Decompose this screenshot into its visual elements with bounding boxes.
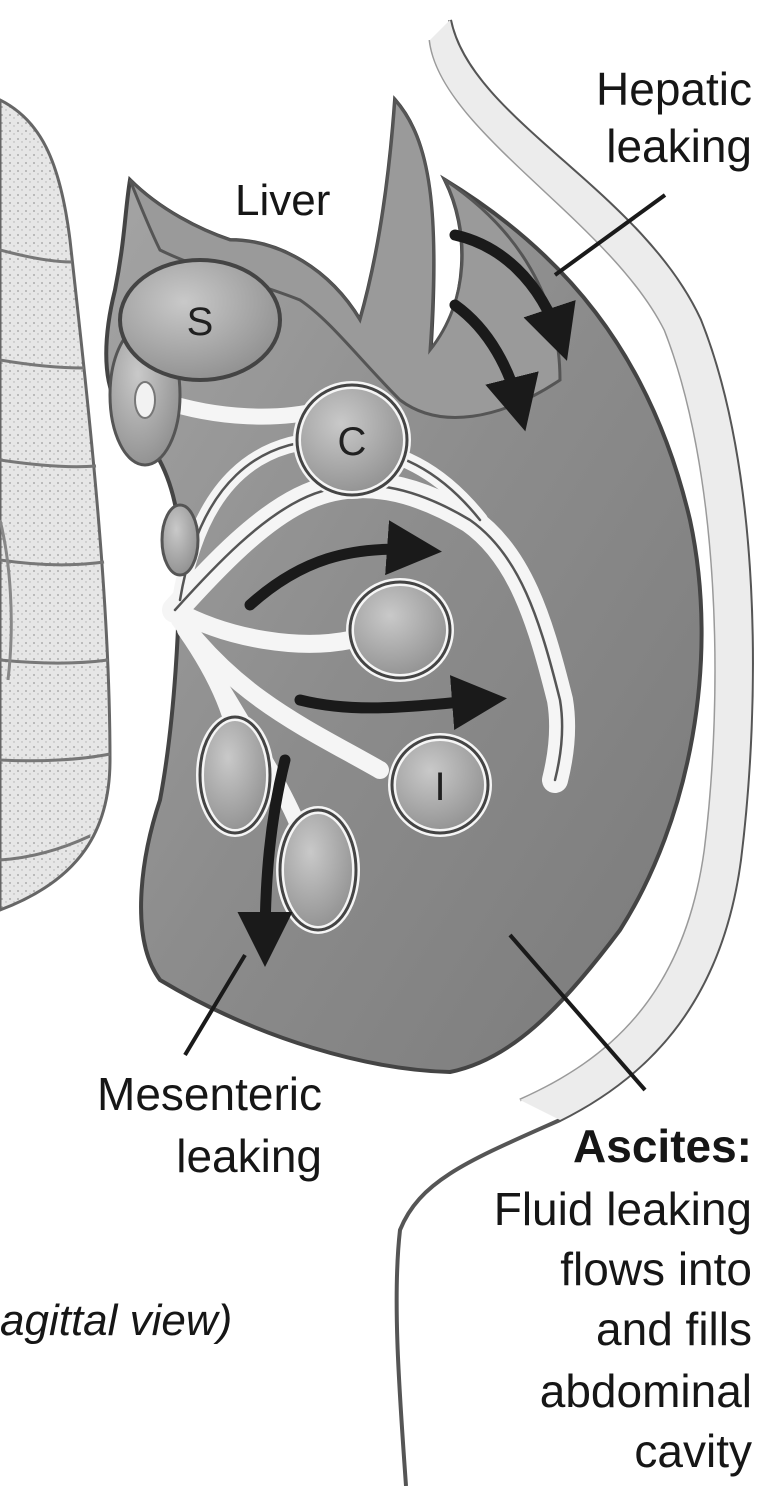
ascites-description-line1: Fluid leaking xyxy=(494,1183,752,1235)
spine xyxy=(0,100,110,910)
hepatic-leaking-label-line2: leaking xyxy=(606,120,752,172)
colon-label: C xyxy=(338,420,367,464)
ascites-description-line3: and fills xyxy=(596,1303,752,1355)
retroperitoneal-organ-lumen xyxy=(135,382,155,418)
mesenteric-leaking-label-line1: Mesenteric xyxy=(97,1068,322,1120)
mesenteric-leaking-label-line2: leaking xyxy=(176,1130,322,1182)
view-caption: agittal view) xyxy=(0,1296,232,1345)
ascites-description-line5: cavity xyxy=(634,1425,752,1477)
ascites-title: Ascites: xyxy=(573,1120,752,1172)
ascites-description-line2: flows into xyxy=(560,1243,752,1295)
hepatic-leaking-label-line1: Hepatic xyxy=(596,63,752,115)
stomach-label: S xyxy=(187,300,214,344)
intestine-label: I xyxy=(434,765,445,809)
liver-label: Liver xyxy=(235,176,330,225)
kidney-organ xyxy=(162,505,198,575)
ascites-description-line4: abdominal xyxy=(540,1365,752,1417)
